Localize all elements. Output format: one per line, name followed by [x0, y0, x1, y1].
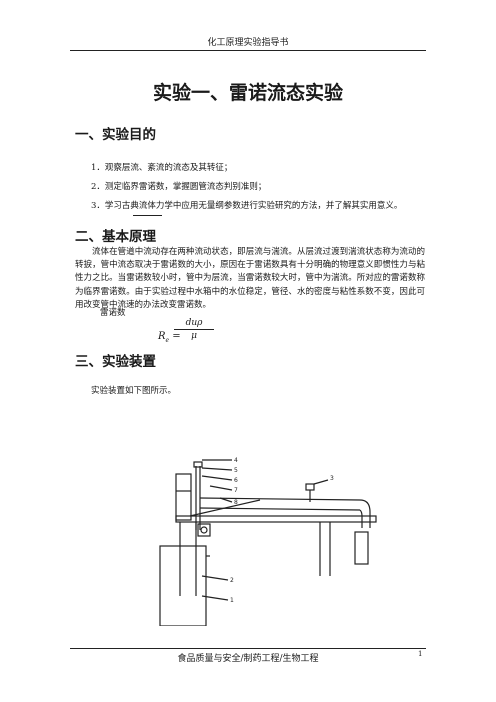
- list-item: 1．观察层流、紊流的流态及其转征；: [91, 163, 233, 173]
- callout-label: 6: [234, 477, 238, 484]
- section-heading-principle: 二、基本原理: [75, 229, 156, 245]
- callout-label: 3: [330, 475, 334, 482]
- fraction-bar: [174, 329, 214, 330]
- section-heading-apparatus: 三、实验装置: [75, 354, 156, 370]
- footer-rule: [70, 648, 426, 649]
- callout-label: 2: [230, 577, 234, 584]
- bench-top: [175, 515, 377, 523]
- header-rule: [70, 50, 426, 51]
- list-item: 3．学习古典流体力学中应用无量纲参数进行实验研究的方法，并了解其实用意义。: [91, 201, 403, 211]
- callout-label: 7: [234, 487, 238, 494]
- formula-fraction: duρ μ: [174, 318, 214, 341]
- outlet-elbow: [359, 499, 371, 528]
- divider: [133, 215, 162, 216]
- supply-cabinet: [159, 545, 207, 626]
- control-box: [197, 523, 211, 537]
- callout-label: 1: [230, 597, 234, 604]
- page-number: 1: [418, 650, 423, 658]
- running-header: 化工原理实验指导书: [207, 38, 289, 48]
- principle-paragraph: 流体在管道中流动存在两种流动状态，即层流与湍流。从层流过渡到湍流状态称为流动的转…: [75, 247, 425, 310]
- callout-label: 4: [234, 457, 238, 464]
- page-title: 实验一、雷诺流态实验: [152, 82, 343, 104]
- formula-lhs: Re =: [158, 331, 181, 344]
- apparatus-diagram: 4 5 6 7 8 3 2 1: [159, 457, 377, 626]
- callout-label: 8: [234, 499, 238, 506]
- formula-label: 雷诺数: [100, 308, 126, 318]
- section-heading-purpose: 一、实验目的: [75, 127, 156, 143]
- callout-label: 5: [234, 467, 238, 474]
- formula-denominator: μ: [191, 331, 197, 341]
- list-item: 2．测定临界雷诺数，掌握圆管流态判别准则；: [91, 182, 267, 192]
- formula-numerator: duρ: [185, 318, 203, 328]
- dye-bottle: [193, 461, 203, 468]
- apparatus-intro: 实验装置如下图所示。: [91, 386, 177, 396]
- water-tank: [175, 473, 192, 521]
- running-footer: 食品质量与安全/制药工程/生物工程: [177, 654, 319, 664]
